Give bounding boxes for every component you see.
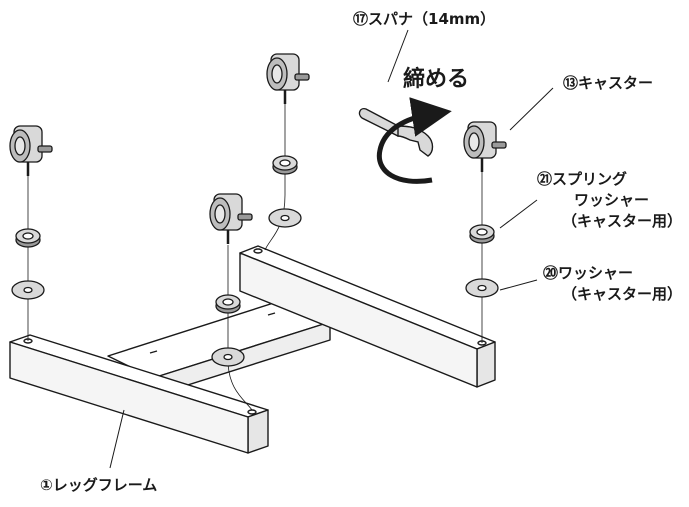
caster-stack-center xyxy=(209,193,253,411)
caster xyxy=(9,125,53,176)
spring-washer xyxy=(469,224,495,244)
leg-frame-label: ①レッグフレーム xyxy=(40,476,157,494)
washer xyxy=(11,280,45,300)
rotation-arrow-icon xyxy=(376,97,452,184)
tighten-label: 締める xyxy=(403,66,469,92)
washer xyxy=(465,278,499,298)
spring-washer-label-line3: （キャスター用） xyxy=(562,212,682,230)
leader-lines xyxy=(109,29,554,469)
caster xyxy=(266,53,310,104)
caster-leader xyxy=(509,87,554,131)
caster-stack-left xyxy=(9,125,53,341)
leg-frame-leader xyxy=(109,409,125,469)
spring-washer-leader xyxy=(499,199,538,229)
left-foot xyxy=(9,334,269,454)
washer xyxy=(268,208,302,228)
caster xyxy=(209,193,253,244)
wrench-leader xyxy=(387,29,409,83)
caster-label: ⑬キャスター xyxy=(563,74,653,92)
spring-washer-label-line1: ㉑スプリング xyxy=(537,170,627,188)
caster-stack-right xyxy=(463,121,507,343)
washer-label-line2: （キャスター用） xyxy=(562,285,682,303)
right-foot xyxy=(239,245,496,388)
washer-leader xyxy=(499,279,538,291)
caster-stack-top xyxy=(264,53,310,251)
spring-washer xyxy=(215,294,241,314)
washer xyxy=(211,347,245,367)
spring-washer-label-line2: ワッシャー xyxy=(574,191,649,209)
wrench-label: ⑰スパナ（14mm） xyxy=(353,10,495,28)
leg-frame xyxy=(9,245,496,454)
washer-label-line1: ⑳ワッシャー xyxy=(543,264,633,282)
caster xyxy=(463,121,507,172)
spring-washer xyxy=(15,228,41,248)
spring-washer xyxy=(272,155,298,175)
